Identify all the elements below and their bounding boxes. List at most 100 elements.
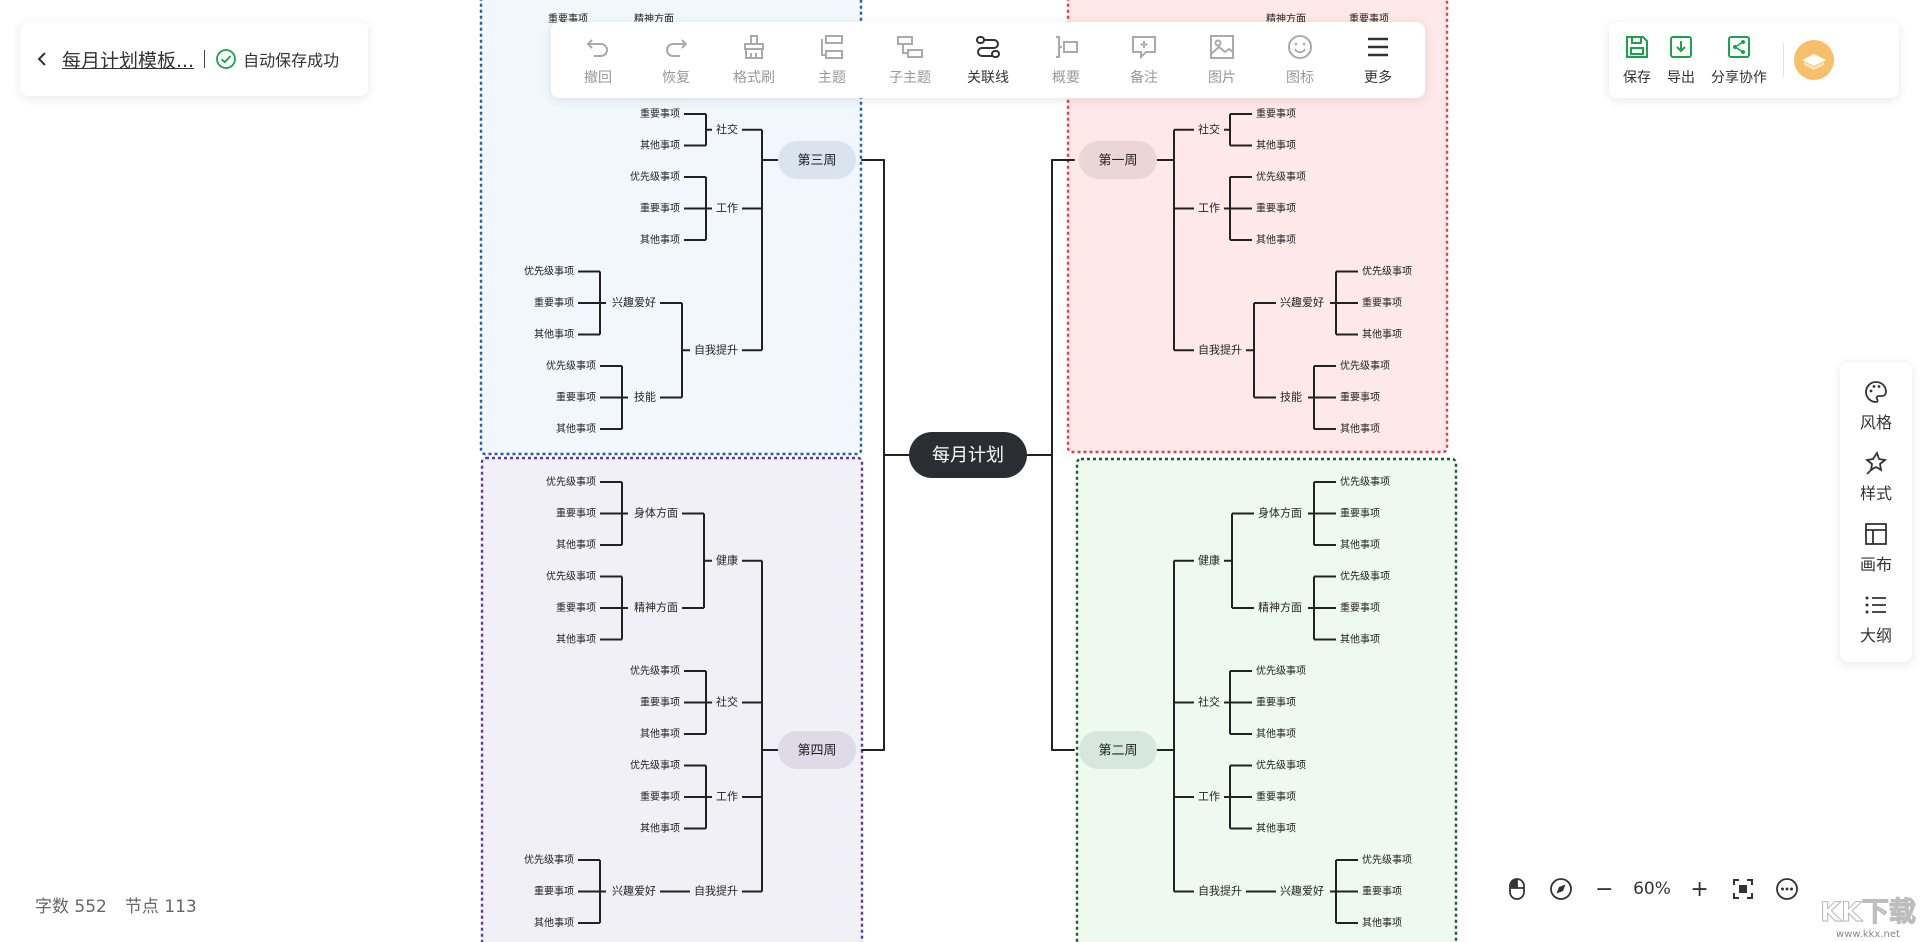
category-node[interactable]: 工作 (716, 790, 738, 803)
item-node[interactable]: 重要事项 (640, 790, 680, 803)
item-node[interactable]: 重要事项 (1256, 790, 1296, 803)
item-node[interactable]: 其他事项 (1256, 822, 1296, 835)
item-node[interactable]: 重要事项 (534, 296, 574, 309)
subcategory-node[interactable]: 精神方面 (634, 600, 678, 614)
fit-screen-button[interactable] (1728, 874, 1758, 904)
item-node[interactable]: 优先级事项 (546, 359, 596, 372)
category-node[interactable]: 社交 (716, 122, 738, 136)
category-node[interactable]: 社交 (1198, 122, 1220, 136)
style-button[interactable]: 样式 (1860, 450, 1892, 504)
more-button[interactable]: 更多 (1343, 33, 1413, 87)
item-node[interactable]: 优先级事项 (546, 475, 596, 488)
item-node[interactable]: 优先级事项 (630, 170, 680, 183)
item-node[interactable]: 其他事项 (640, 822, 680, 835)
week-node-label[interactable]: 第二周 (1098, 744, 1137, 759)
item-node[interactable]: 优先级事项 (1256, 170, 1306, 183)
item-node[interactable]: 优先级事项 (1256, 759, 1306, 772)
item-node[interactable]: 其他事项 (556, 633, 596, 646)
document-title[interactable]: 每月计划模板... (62, 49, 195, 72)
item-node[interactable]: 优先级事项 (1256, 664, 1306, 677)
item-node[interactable]: 其他事项 (1256, 727, 1296, 740)
outline-button[interactable]: 大纲 (1860, 592, 1892, 646)
item-node[interactable]: 重要事项 (1362, 885, 1402, 898)
item-node[interactable]: 其他事项 (640, 233, 680, 246)
item-node[interactable]: 精神方面 (634, 12, 674, 25)
item-node[interactable]: 其他事项 (640, 727, 680, 740)
undo-button[interactable]: 撤回 (563, 33, 633, 87)
item-node[interactable]: 重要事项 (640, 107, 680, 120)
item-node[interactable]: 其他事项 (1340, 633, 1380, 646)
item-node[interactable]: 优先级事项 (1362, 853, 1412, 866)
zoom-in-button[interactable]: + (1690, 876, 1709, 902)
zoom-out-button[interactable]: − (1595, 876, 1614, 902)
item-node[interactable]: 重要事项 (1340, 391, 1380, 404)
note-button[interactable]: 备注 (1109, 33, 1179, 87)
category-node[interactable]: 工作 (1198, 790, 1220, 803)
item-node[interactable]: 优先级事项 (524, 853, 574, 866)
item-node[interactable]: 重要事项 (556, 601, 596, 614)
item-node[interactable]: 优先级事项 (1362, 265, 1412, 278)
item-node[interactable]: 优先级事项 (630, 664, 680, 677)
item-node[interactable]: 优先级事项 (524, 265, 574, 278)
item-node[interactable]: 其他事项 (556, 538, 596, 551)
week-node-label[interactable]: 第一周 (1098, 154, 1137, 169)
item-node[interactable]: 其他事项 (1362, 916, 1402, 929)
item-node[interactable]: 优先级事项 (1340, 475, 1390, 488)
category-node[interactable]: 社交 (1198, 695, 1220, 709)
category-node[interactable]: 工作 (1198, 202, 1220, 215)
week-node[interactable] (778, 731, 856, 769)
summary-button[interactable]: 概要 (1031, 33, 1101, 87)
item-node[interactable]: 优先级事项 (546, 570, 596, 583)
subcategory-node[interactable]: 身体方面 (634, 506, 678, 520)
item-node[interactable]: 其他事项 (1340, 422, 1380, 435)
export-button[interactable]: 导出 (1667, 33, 1695, 87)
subcategory-node[interactable]: 精神方面 (1258, 600, 1302, 614)
item-node[interactable]: 重要事项 (556, 391, 596, 404)
item-node[interactable]: 其他事项 (1340, 538, 1380, 551)
item-node[interactable]: 重要事项 (1340, 601, 1380, 614)
locate-button[interactable] (1546, 874, 1576, 904)
topic-button[interactable]: 主题 (797, 33, 867, 87)
subcategory-node[interactable]: 身体方面 (1258, 506, 1302, 520)
root-node[interactable] (909, 432, 1027, 478)
week-node-label[interactable]: 第三周 (797, 154, 836, 169)
week-node-label[interactable]: 第四周 (797, 744, 836, 759)
item-node[interactable]: 重要事项 (1362, 296, 1402, 309)
item-node[interactable]: 重要事项 (640, 696, 680, 709)
item-node[interactable]: 其他事项 (1256, 233, 1296, 246)
redo-button[interactable]: 恢复 (641, 33, 711, 87)
category-node[interactable]: 自我提升 (1198, 885, 1242, 898)
subcategory-node[interactable]: 技能 (1280, 390, 1302, 404)
week-node[interactable] (1079, 731, 1157, 769)
category-node[interactable]: 自我提升 (694, 885, 738, 898)
mouse-mode-button[interactable] (1502, 874, 1532, 904)
avatar[interactable] (1794, 40, 1834, 80)
item-node[interactable]: 其他事项 (534, 916, 574, 929)
category-node[interactable]: 社交 (716, 695, 738, 709)
theme-button[interactable]: 风格 (1860, 379, 1892, 433)
item-node[interactable]: 重要事项 (1256, 107, 1296, 120)
week-node[interactable] (778, 141, 856, 179)
item-node[interactable]: 重要事项 (640, 202, 680, 215)
relation-line-button[interactable]: 关联线 (953, 33, 1023, 87)
item-node[interactable]: 重要事项 (548, 12, 588, 25)
item-node[interactable]: 优先级事项 (1340, 570, 1390, 583)
item-node[interactable]: 重要事项 (1340, 507, 1380, 520)
category-node[interactable]: 工作 (716, 202, 738, 215)
emoji-button[interactable]: 图标 (1265, 33, 1335, 87)
item-node[interactable]: 其他事项 (640, 139, 680, 152)
item-node[interactable]: 精神方面 (1266, 12, 1306, 25)
canvas-button[interactable]: 画布 (1860, 521, 1892, 575)
item-node[interactable]: 其他事项 (556, 422, 596, 435)
subcategory-node[interactable]: 兴趣爱好 (612, 295, 656, 309)
week-node[interactable] (1079, 141, 1157, 179)
subcategory-node[interactable]: 兴趣爱好 (612, 884, 656, 898)
subcategory-node[interactable]: 兴趣爱好 (1280, 295, 1324, 309)
item-node[interactable]: 优先级事项 (1340, 359, 1390, 372)
back-button[interactable] (32, 49, 52, 69)
more-options-button[interactable] (1772, 874, 1802, 904)
category-node[interactable]: 健康 (716, 553, 738, 567)
root-node-label[interactable]: 每月计划 (932, 445, 1004, 466)
item-node[interactable]: 重要事项 (534, 885, 574, 898)
